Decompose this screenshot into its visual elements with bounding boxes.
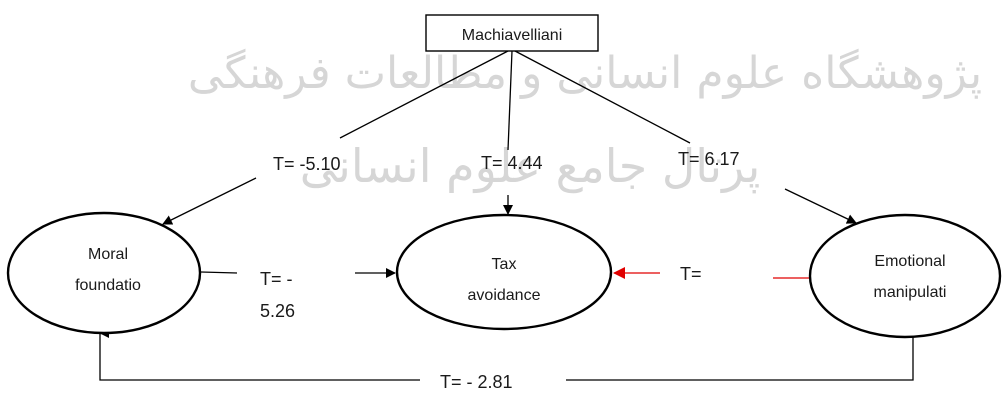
node-moral-ellipse: [6, 211, 202, 335]
node-tax-ellipse: [395, 213, 613, 331]
edge-mach-to-moral-arrow: [162, 177, 257, 225]
node-tax-label-line2: avoidance: [468, 287, 541, 304]
t-value-moral-tax-line1: T= -: [260, 269, 293, 289]
t-value-mach-emotional: T= 6.17: [678, 149, 740, 169]
edge-emotional-to-moral-right: [566, 337, 914, 381]
t-value-moral-tax-line2: 5.26: [260, 301, 295, 321]
node-emotional-ellipse: [808, 213, 1002, 339]
t-value-emotional-moral: T= - 2.81: [440, 372, 513, 392]
node-machiavellianism-box: [425, 14, 599, 52]
t-value-mach-moral: T= -5.10: [273, 154, 341, 174]
edge-moral-to-tax-left: [200, 271, 238, 274]
edge-emotional-to-moral-left: [99, 328, 420, 381]
node-machiavellianism-label: Machiavelliani: [462, 27, 563, 44]
t-value-moral-tax-clip: T= - 5.26: [260, 269, 295, 321]
edge-mach-to-emotional-arrow: [784, 188, 857, 224]
watermark-line-1: پژوهشگاه علوم انسانی و مطالعات فرهنگی: [188, 48, 982, 99]
node-emotional-label-line1: Emotional: [874, 253, 945, 270]
node-moral-label-line2: foundatio: [75, 277, 141, 294]
node-tax-label-line1: Tax: [492, 256, 517, 273]
node-emotional-manipulation: Emotional manipulati: [808, 213, 1002, 339]
edge-mach-to-emotional-upper: [514, 50, 691, 144]
t-value-mach-tax: T= 4.44: [481, 153, 543, 173]
edge-mach-to-moral-upper: [339, 50, 509, 139]
node-moral-foundation: Moral foundatio: [6, 211, 202, 335]
node-moral-label-line1: Moral: [88, 246, 128, 263]
edge-mach-to-tax-upper: [507, 50, 513, 151]
watermark-line-2: پرتال جامع علوم انسانی: [300, 139, 761, 194]
node-machiavellianism: Machiavelliani: [425, 14, 599, 52]
watermark: پژوهشگاه علوم انسانی و مطالعات فرهنگی پر…: [188, 48, 982, 194]
node-emotional-label-line2: manipulati: [874, 284, 947, 301]
node-tax-avoidance: Tax avoidance: [395, 213, 613, 331]
t-value-emotional-tax: T=: [680, 264, 702, 284]
